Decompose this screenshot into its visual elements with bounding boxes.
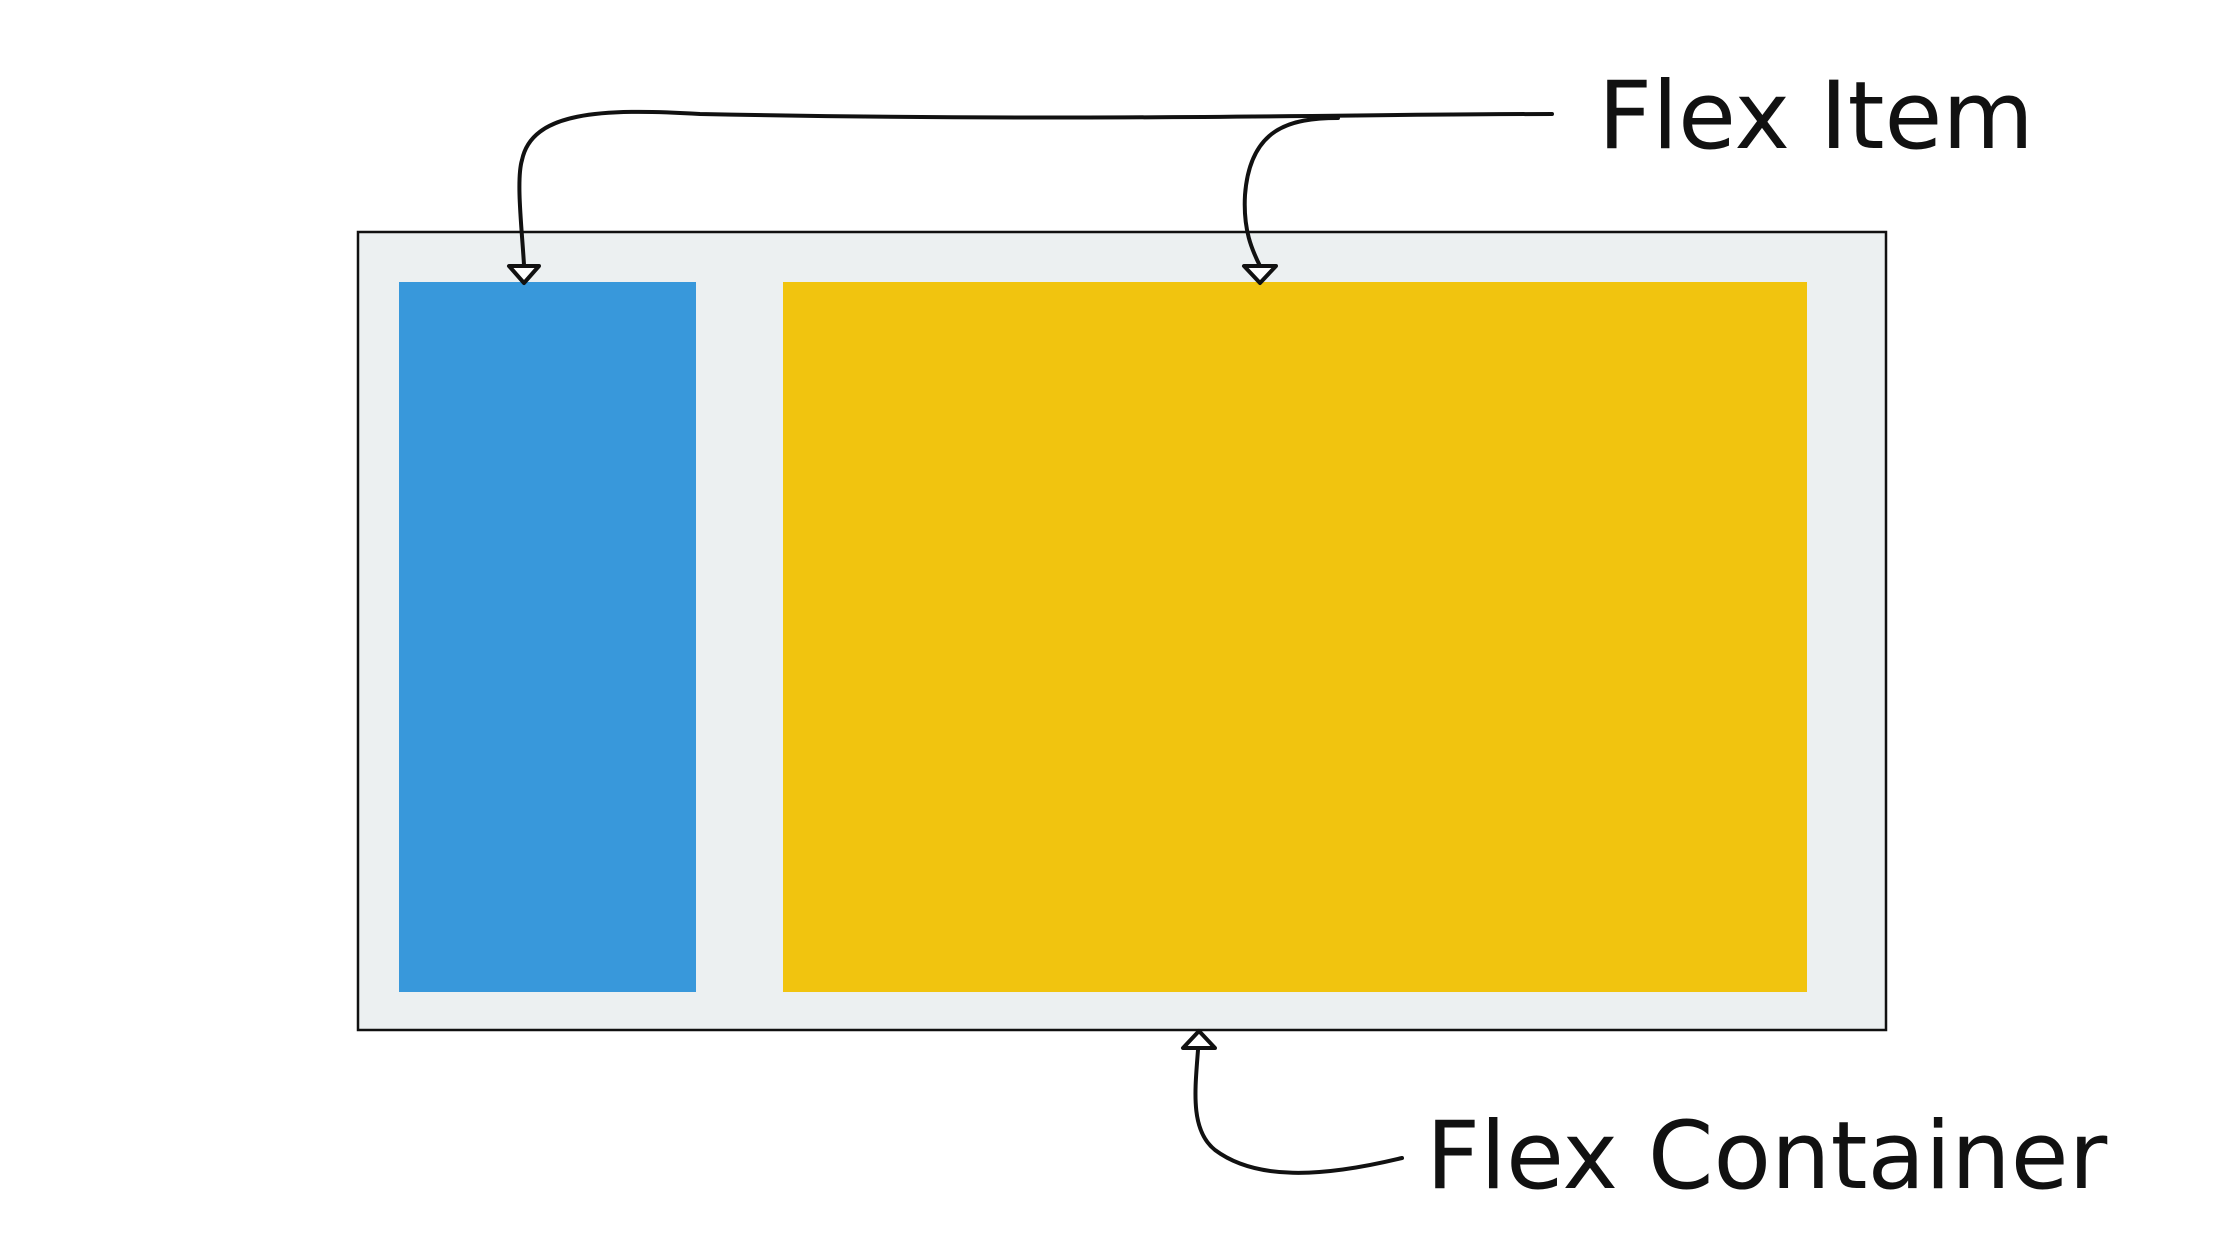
connector-flex-item-to-blue: [517, 109, 1554, 267]
label-flex-item: Flex Item: [1598, 62, 2034, 171]
arrowhead-container: [1181, 1029, 1217, 1050]
arrowhead-yellow-item: [1242, 264, 1278, 285]
connector-flex-container: [1193, 1048, 1404, 1175]
flex-item-blue: [399, 282, 696, 992]
flex-item-yellow: [783, 282, 1807, 992]
arrowhead-blue-item: [507, 264, 541, 285]
connector-flex-item-to-yellow: [1242, 116, 1340, 268]
label-flex-container: Flex Container: [1426, 1102, 2108, 1211]
